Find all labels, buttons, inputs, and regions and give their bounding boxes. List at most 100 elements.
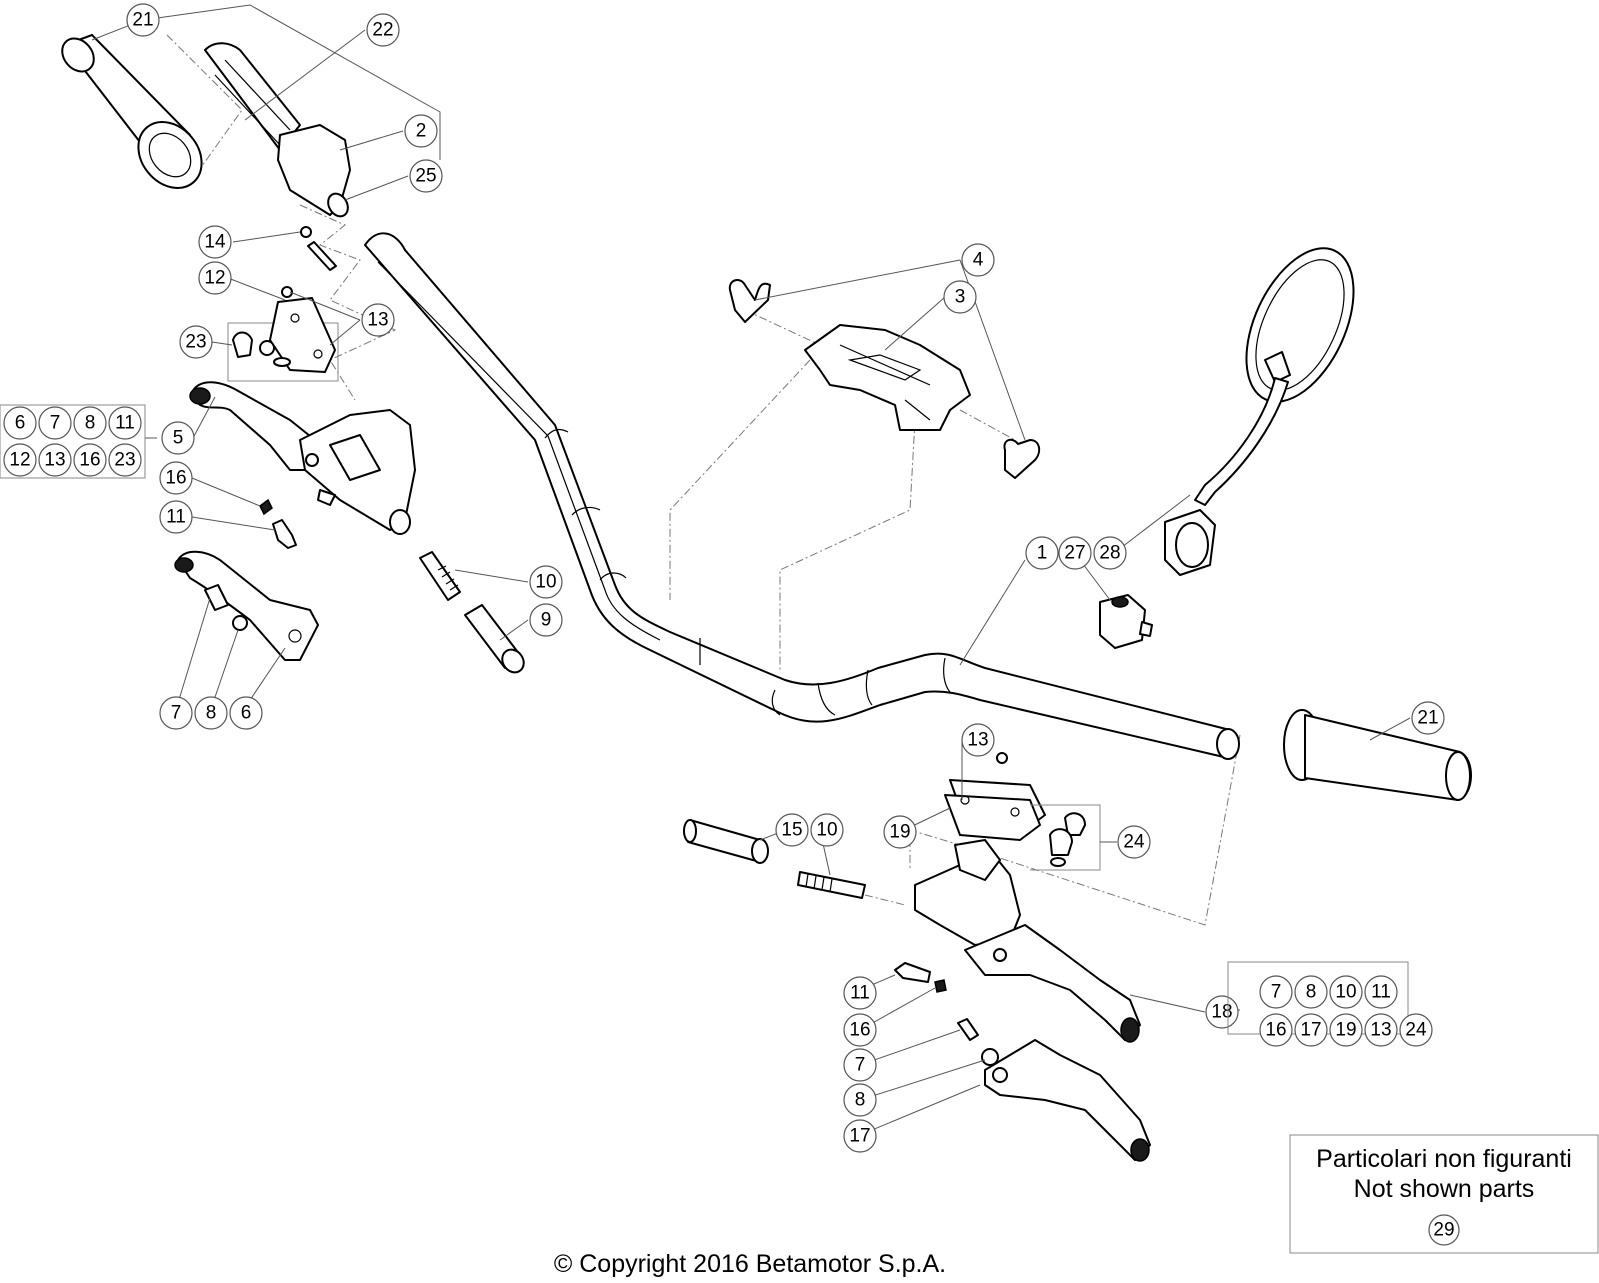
kit-part-number: 7 (50, 413, 61, 434)
kit-part: 6 (3, 406, 37, 440)
kit-part: 10 (1329, 975, 1363, 1009)
note-title-it: Particolari non figuranti (1316, 1145, 1572, 1173)
callout-circle (943, 280, 977, 314)
callout-number: 2 (416, 121, 427, 142)
throttle-grip (204, 42, 351, 218)
callout-number: 9 (541, 610, 552, 631)
callout-c19: 19 (883, 815, 917, 849)
right-piston (683, 819, 769, 864)
kit-part-circle (1399, 1013, 1433, 1047)
callout-circle (159, 461, 193, 495)
kit-part-number: 12 (9, 450, 30, 471)
callout-number: 17 (849, 1126, 870, 1147)
kit-part-circle (73, 443, 107, 477)
kit-part: 19 (1329, 1013, 1363, 1047)
callout-circle (843, 1083, 877, 1117)
callout-number: 14 (204, 232, 226, 253)
kit-part: 16 (73, 443, 107, 477)
callout-circle (961, 723, 995, 757)
callout-c24: 24 (1117, 825, 1151, 859)
note-part-number: 29 (1433, 1220, 1454, 1241)
callout-c23: 23 (179, 325, 213, 359)
callout-circle (810, 813, 844, 847)
kit-part-circle (1329, 1013, 1363, 1047)
left-master-cylinder (189, 381, 416, 535)
left-reservoir-cover (227, 286, 339, 382)
callout-c6: 6 (229, 696, 263, 730)
right-grip (1283, 709, 1472, 801)
callout-number: 8 (855, 1090, 866, 1111)
kit-part-circle (3, 443, 37, 477)
callout-c11a: 11 (159, 500, 193, 534)
callout-circle (194, 696, 228, 730)
callout-number: 21 (132, 10, 153, 31)
callout-number: 18 (1211, 1002, 1232, 1023)
kit-part-circle (1294, 975, 1328, 1009)
callout-c12: 12 (198, 261, 232, 295)
callout-c18: 18 (1205, 995, 1239, 1029)
right-bolt (894, 962, 931, 983)
left-lever (174, 550, 319, 661)
callout-c14: 14 (198, 225, 232, 259)
left-piston (464, 604, 525, 674)
kit-part-number: 17 (1300, 1020, 1321, 1041)
callout-circle (961, 243, 995, 277)
callout-circle (883, 815, 917, 849)
kit-part: 13 (1364, 1013, 1398, 1047)
callout-circle (198, 261, 232, 295)
kit-part-circle (108, 443, 142, 477)
kit-part-circle (38, 406, 72, 440)
switch (1099, 594, 1153, 649)
callout-number: 24 (1123, 832, 1145, 853)
callout-circle (1025, 536, 1059, 570)
callout-c1: 1 (1025, 536, 1059, 570)
callout-circle (159, 500, 193, 534)
kit-part: 11 (108, 406, 142, 440)
kit-part-circle (38, 443, 72, 477)
callout-c16a: 16 (159, 461, 193, 495)
kit-part: 16 (1259, 1013, 1293, 1047)
callout-c9: 9 (529, 603, 563, 637)
callout-number: 8 (206, 703, 217, 724)
callout-circle (529, 565, 563, 599)
callout-c17: 17 (843, 1119, 877, 1153)
callout-c2: 2 (404, 114, 438, 148)
kit-part: 8 (1294, 975, 1328, 1009)
callout-circle (179, 325, 213, 359)
callout-c13b: 13 (961, 723, 995, 757)
callout-circle (159, 696, 193, 730)
callout-circle (843, 1119, 877, 1153)
callout-c8a: 8 (194, 696, 228, 730)
callout-circle (775, 813, 809, 847)
callout-number: 19 (889, 822, 910, 843)
kit-part-number: 11 (115, 413, 135, 434)
kit-part: 11 (1364, 975, 1398, 1009)
right-master-cylinder (914, 839, 1141, 1043)
callout-c5: 5 (161, 421, 195, 455)
callout-number: 5 (173, 428, 184, 449)
right-nut (934, 979, 947, 993)
callout-circle (126, 3, 160, 37)
callout-circle (1058, 536, 1092, 570)
callout-circle (843, 976, 877, 1010)
kit-part: 17 (1294, 1013, 1328, 1047)
kit-part-number: 24 (1405, 1020, 1427, 1041)
callout-c4: 4 (961, 243, 995, 277)
callout-number: 16 (165, 468, 186, 489)
clamp-clip-top (728, 279, 771, 323)
kit-part-circle (1364, 975, 1398, 1009)
callout-circle (843, 1048, 877, 1082)
callout-c27: 27 (1058, 536, 1092, 570)
callout-c25: 25 (409, 159, 443, 193)
kit-part-number: 13 (1370, 1020, 1391, 1041)
callout-number: 13 (967, 730, 988, 751)
kit-part-number: 23 (114, 450, 135, 471)
callout-number: 4 (973, 250, 984, 271)
kit-part: 13 (38, 443, 72, 477)
kit-part-number: 8 (85, 413, 96, 434)
kit-part-circle (1329, 975, 1363, 1009)
right-reservoir-cover (944, 752, 1101, 871)
callout-number: 27 (1064, 543, 1085, 564)
kit-part-number: 10 (1335, 982, 1356, 1003)
